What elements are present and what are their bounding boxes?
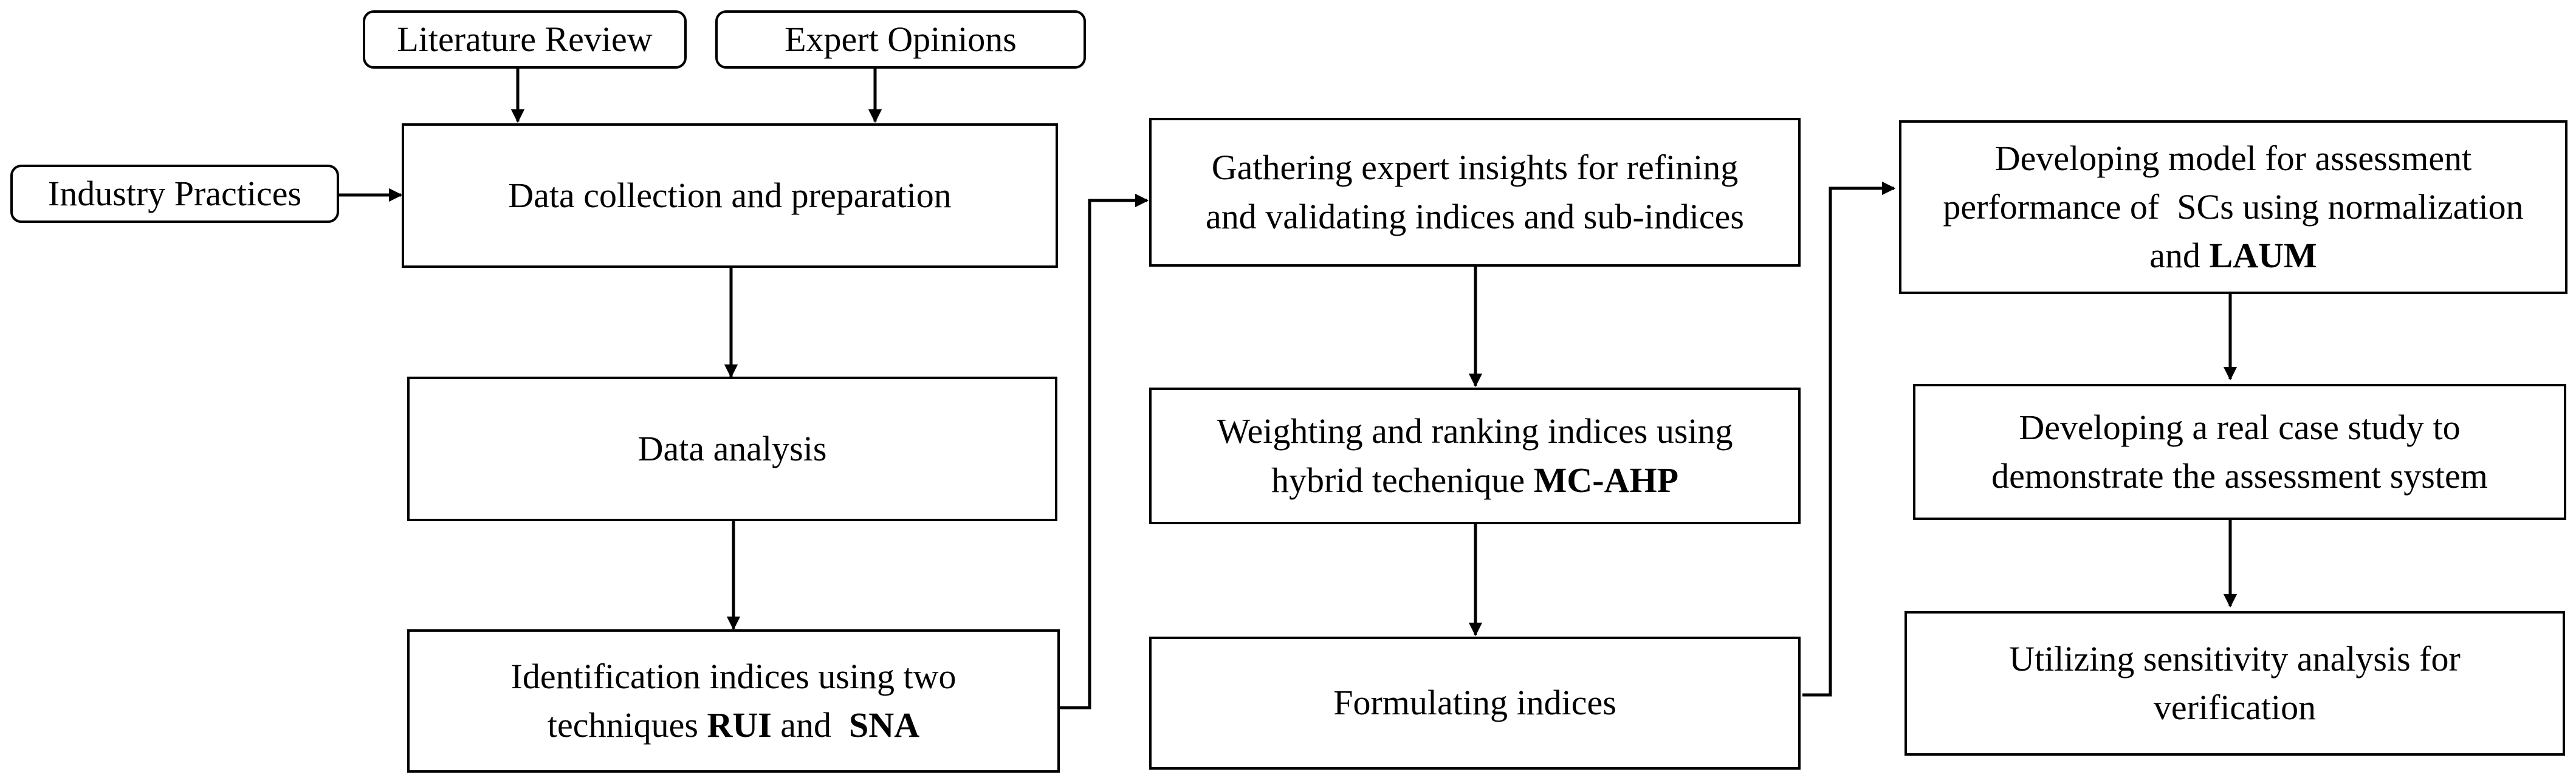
case-study-text: Developing a real case study to demonstr…	[1991, 403, 2488, 501]
literature-review-box: Literature Review	[363, 10, 687, 69]
industry-practices-box: Industry Practices	[10, 165, 339, 223]
sna-method-label: SNA	[849, 705, 920, 745]
weighting-ranking-text: Weighting and ranking indices using hybr…	[1217, 407, 1733, 504]
sensitivity-analysis-box: Utilizing sensitivity analysis for verif…	[1905, 611, 2565, 756]
gathering-expert-insights-box: Gathering expert insights for refining a…	[1149, 118, 1801, 267]
identification-conjunction: and	[771, 705, 850, 745]
data-analysis-box: Data analysis	[407, 377, 1057, 521]
formulating-indices-label: Formulating indices	[1333, 683, 1616, 723]
sensitivity-line-1: Utilizing sensitivity analysis for	[2009, 638, 2461, 679]
laum-method-label: LAUM	[2209, 236, 2317, 276]
mc-ahp-method-label: MC-AHP	[1533, 460, 1678, 500]
case-study-box: Developing a real case study to demonstr…	[1913, 384, 2566, 520]
developing-model-line-3-prefix: and	[2149, 236, 2210, 276]
developing-model-line-1: Developing model for assessment	[1994, 138, 2472, 178]
rui-method-label: RUI	[707, 705, 772, 745]
data-analysis-label: Data analysis	[637, 428, 827, 468]
gathering-line-2: and validating indices and sub-indices	[1206, 196, 1744, 236]
data-collection-label: Data collection and preparation	[508, 175, 952, 215]
sensitivity-analysis-text: Utilizing sensitivity analysis for verif…	[2009, 635, 2461, 732]
arrow-identification-to-gathering	[1060, 193, 1149, 709]
identification-line-1: Identification indices using two	[510, 656, 957, 696]
formulating-indices-box: Formulating indices	[1149, 637, 1801, 770]
expert-opinions-label: Expert Opinions	[785, 19, 1017, 59]
weighting-line-1: Weighting and ranking indices using	[1217, 411, 1733, 451]
expert-opinions-box: Expert Opinions	[715, 10, 1086, 69]
identification-line-2-prefix: techniques	[547, 705, 707, 745]
industry-practices-label: Industry Practices	[47, 174, 302, 213]
weighting-line-2-prefix: hybrid techenique	[1271, 460, 1534, 500]
weighting-ranking-box: Weighting and ranking indices using hybr…	[1149, 388, 1801, 524]
gathering-expert-insights-text: Gathering expert insights for refining a…	[1206, 143, 1744, 241]
developing-model-box: Developing model for assessment performa…	[1899, 120, 2567, 294]
identification-indices-text: Identification indices using two techniq…	[511, 652, 957, 750]
case-study-line-2: demonstrate the assessment system	[1991, 456, 2488, 496]
developing-model-line-2: performance of SCs using normalization	[1943, 186, 2524, 227]
sensitivity-line-2: verification	[2153, 688, 2317, 727]
data-collection-box: Data collection and preparation	[402, 123, 1058, 268]
gathering-line-1: Gathering expert insights for refining	[1211, 148, 1739, 188]
identification-indices-box: Identification indices using two techniq…	[407, 629, 1060, 773]
arrow-formulating-to-developing-model	[1802, 181, 1896, 697]
developing-model-text: Developing model for assessment performa…	[1943, 134, 2523, 280]
literature-review-label: Literature Review	[397, 19, 653, 59]
case-study-line-1: Developing a real case study to	[2019, 407, 2461, 447]
